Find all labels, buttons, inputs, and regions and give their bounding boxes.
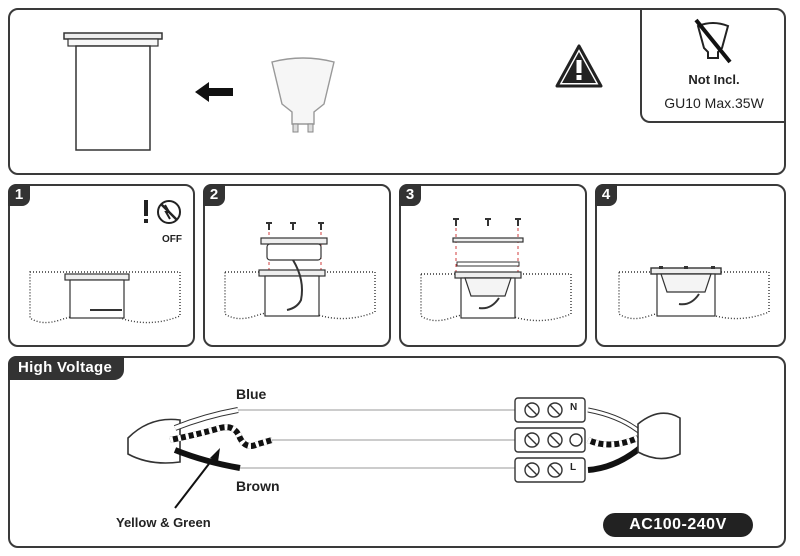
final-install-illustration	[618, 266, 770, 320]
step-number-badge: 3	[399, 184, 421, 206]
terminal-n-label: N	[570, 402, 578, 413]
off-label: OFF	[162, 234, 182, 245]
ground-wire-label: Yellow & Green	[116, 515, 211, 530]
voltage-badge: AC100-240V	[603, 513, 753, 537]
insert-bulb-illustration	[420, 218, 572, 322]
fixture-housing-icon	[63, 32, 163, 151]
ground-install-illustration	[29, 271, 181, 324]
step-number-badge: 1	[8, 184, 30, 206]
bulb-spec-label: GU10 Max.35W	[664, 95, 764, 111]
blue-wire-label: Blue	[236, 386, 267, 402]
arrow-left-icon	[195, 82, 233, 102]
step-2-panel: 2	[203, 184, 391, 347]
terminal-l-label: L	[570, 462, 577, 473]
wiring-panel: High Voltage	[8, 356, 786, 548]
power-off-warning-icon	[144, 200, 181, 224]
not-included-label: Not Incl.	[688, 72, 740, 87]
step-number-badge: 4	[595, 184, 617, 206]
step-number-badge: 2	[203, 184, 225, 206]
wiring-diagram	[127, 397, 681, 509]
step-4-panel: 4	[595, 184, 786, 347]
brown-wire-label: Brown	[236, 478, 280, 494]
top-panel: Not Incl. GU10 Max.35W	[8, 8, 786, 175]
remove-cover-illustration	[224, 222, 376, 320]
not-included-box: Not Incl. GU10 Max.35W	[640, 10, 786, 123]
step-1-panel: 1 OFF	[8, 184, 195, 347]
step-3-panel: 3	[399, 184, 587, 347]
no-bulb-icon	[694, 18, 732, 64]
warning-triangle-icon	[555, 44, 603, 88]
high-voltage-title: High Voltage	[8, 356, 125, 380]
gu10-bulb-icon	[271, 57, 335, 133]
